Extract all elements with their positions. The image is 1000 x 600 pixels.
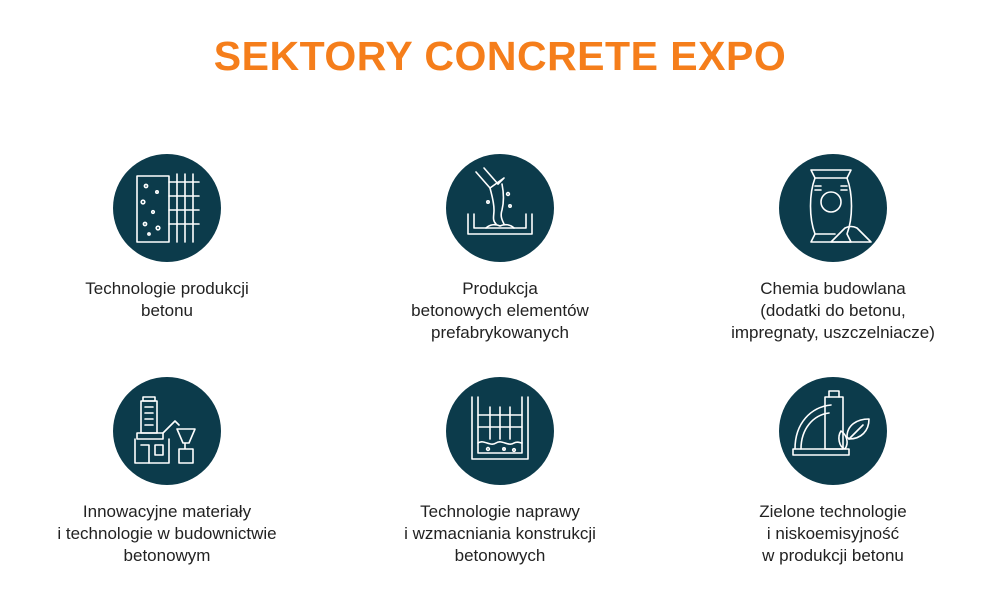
cement-bag-icon [779, 154, 887, 262]
sector-label-line: w produkcji betonu [762, 546, 904, 565]
page-title: SEKTORY CONCRETE EXPO [213, 33, 787, 79]
concrete-formwork-icon [113, 154, 221, 262]
sector-label-line: betonowych [454, 546, 546, 565]
sector-label-line: Innowacyjne materiały [82, 502, 252, 521]
sector-label-line: Zielone technologie [759, 502, 907, 521]
sector-label-line: betonowym [123, 546, 211, 565]
sector-label-line: Technologie produkcji [85, 279, 249, 298]
sector-label-line: Chemia budowlana [760, 279, 906, 298]
green-technology-icon [779, 377, 887, 485]
concrete-plant-icon [113, 377, 221, 485]
sector-label-line: betonowych elementów [411, 301, 589, 320]
pouring-concrete-icon [446, 154, 554, 262]
repair-reinforcement-icon [446, 377, 554, 485]
sector-label-line: prefabrykowanych [431, 323, 569, 342]
sector-label-line: Technologie naprawy [420, 502, 580, 521]
sector-label-line: (dodatki do betonu, [760, 301, 906, 320]
sector-label-line: impregnaty, uszczelniacze) [731, 323, 935, 342]
sector-label-line: Produkcja [462, 279, 538, 298]
sector-label-line: i wzmacniania konstrukcji [404, 524, 596, 543]
sector-label-line: i niskoemisyjność [766, 524, 900, 543]
sector-label-line: betonu [141, 301, 193, 320]
sector-label-line: i technologie w budownictwie [57, 524, 277, 543]
